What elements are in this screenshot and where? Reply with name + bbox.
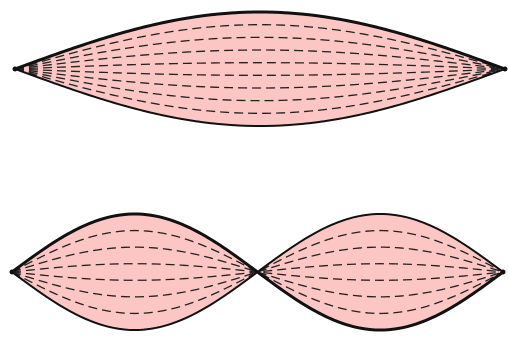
- fundamental-mode: [13, 12, 508, 126]
- node-point: [10, 270, 15, 275]
- node-point: [503, 67, 508, 72]
- second-harmonic-mode: [10, 214, 506, 330]
- envelope-fill: [15, 12, 505, 126]
- node-point: [501, 270, 506, 275]
- node-point: [13, 67, 18, 72]
